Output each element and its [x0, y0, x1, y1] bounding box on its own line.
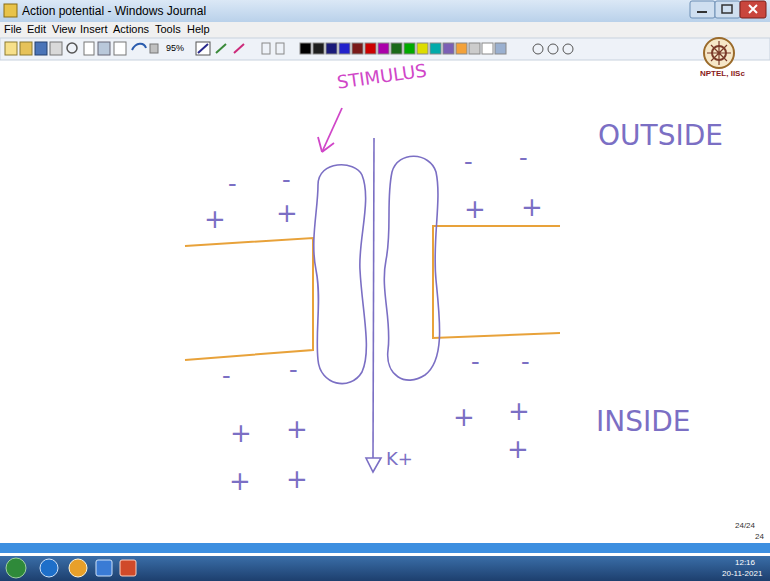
- ion-channel: [314, 156, 440, 383]
- charge-sign: -: [464, 150, 473, 174]
- menu-item: File: [4, 24, 22, 35]
- charge-sign: -: [282, 168, 291, 192]
- charge-sign: -: [222, 364, 231, 388]
- charge-sign: +: [453, 404, 475, 430]
- stimulus-arrow: [318, 108, 342, 152]
- charge-sign: -: [519, 146, 528, 170]
- charge-sign: -: [521, 350, 530, 374]
- menu-item: View: [52, 24, 76, 35]
- charge-sign: +: [508, 398, 530, 424]
- title-bar: [0, 0, 770, 22]
- charge-sign: +: [229, 468, 251, 494]
- menu-item: Actions: [113, 24, 149, 35]
- charge-sign: +: [276, 200, 298, 226]
- menu-item: Edit: [27, 24, 46, 35]
- menu-item: Insert: [80, 24, 108, 35]
- charge-sign: +: [286, 466, 308, 492]
- ion-label: K+: [386, 450, 413, 468]
- page-number: 24: [755, 533, 764, 541]
- region-label: OUTSIDE: [598, 122, 723, 150]
- toolbar: [0, 38, 770, 60]
- zoom-level: 95%: [166, 44, 184, 53]
- charge-sign: +: [507, 436, 529, 462]
- menu-bar: [0, 22, 770, 38]
- charge-sign: +: [204, 206, 226, 232]
- stimulus-label: STIMULUS: [336, 61, 428, 91]
- charge-sign: +: [230, 420, 252, 446]
- status-bar: [0, 543, 770, 553]
- menu-item: Tools: [155, 24, 181, 35]
- app-icon: [4, 4, 17, 17]
- window-buttons: [690, 1, 766, 18]
- nptel-logo: [704, 38, 734, 68]
- charge-sign: +: [464, 196, 486, 222]
- clock-date: 20-11-2021: [722, 570, 762, 578]
- charge-sign: +: [286, 416, 308, 442]
- charge-sign: -: [289, 358, 298, 382]
- region-label: INSIDE: [596, 408, 691, 436]
- page-count: 24/24: [735, 522, 755, 530]
- charge-sign: -: [471, 350, 480, 374]
- charge-sign: -: [228, 172, 237, 196]
- ion-flow-arrow: [366, 138, 381, 472]
- taskbar-icons: [6, 558, 136, 578]
- charge-sign: +: [521, 194, 543, 220]
- toolbar-icons: [5, 42, 573, 55]
- window-title: Action potential - Windows Journal: [22, 5, 206, 17]
- menu-item: Help: [187, 24, 210, 35]
- cell-membrane: [185, 226, 560, 360]
- clock-time: 12:16: [735, 559, 755, 567]
- taskbar: [0, 556, 770, 581]
- logo-text: NPTEL, IISc: [700, 70, 745, 78]
